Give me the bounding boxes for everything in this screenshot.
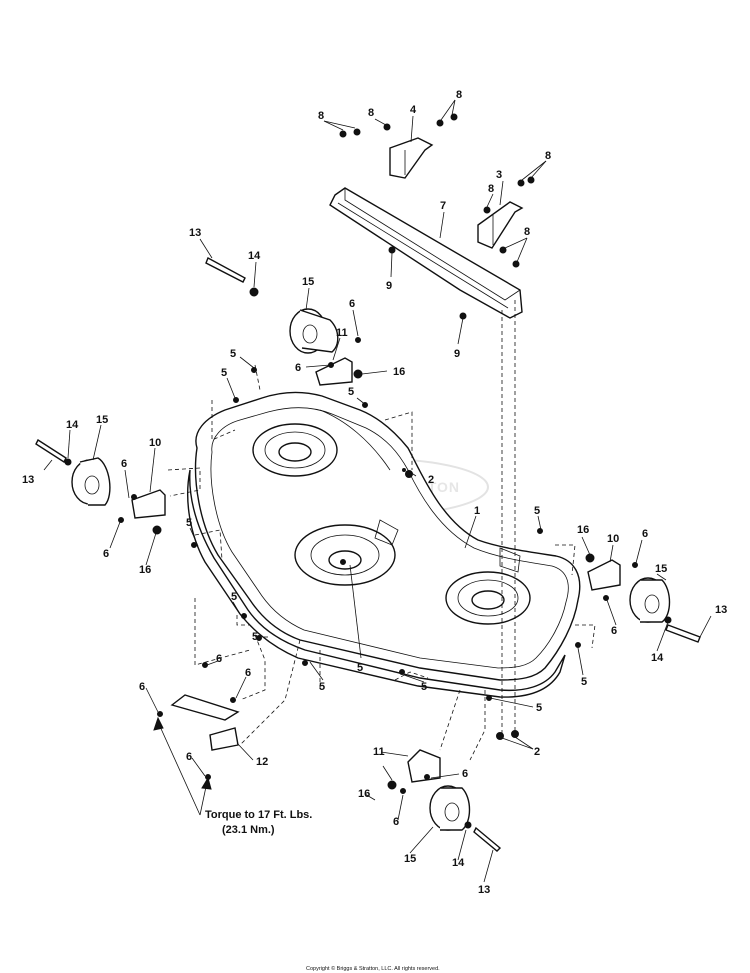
callout-11: 11 <box>373 746 385 758</box>
wheel-left <box>71 457 111 506</box>
callout-15: 15 <box>302 276 314 288</box>
callout-6: 6 <box>186 751 192 763</box>
callout-8: 8 <box>524 226 530 238</box>
callout-16: 16 <box>577 524 589 536</box>
callout-5: 5 <box>230 348 236 360</box>
callout-5: 5 <box>536 702 542 714</box>
callout-8: 8 <box>318 110 324 122</box>
bracket-3 <box>477 201 524 249</box>
leader-lines <box>43 99 712 883</box>
bracket-12b <box>209 727 239 751</box>
callout-6: 6 <box>642 528 648 540</box>
callout-6: 6 <box>121 458 127 470</box>
callout-13: 13 <box>478 884 490 896</box>
callout-5: 5 <box>221 367 227 379</box>
bracket-10-right <box>587 559 621 591</box>
callout-10: 10 <box>149 437 161 449</box>
callout-14: 14 <box>651 652 664 664</box>
spindle-center <box>294 524 396 586</box>
callout-4: 4 <box>410 104 417 116</box>
callout-13: 13 <box>189 227 201 239</box>
callout-13: 13 <box>715 604 727 616</box>
callout-14: 14 <box>66 419 79 431</box>
callout-5: 5 <box>357 662 363 674</box>
callout-2: 2 <box>534 746 540 758</box>
callout-6: 6 <box>295 362 301 374</box>
callout-7: 7 <box>440 200 446 212</box>
bracket-12 <box>170 694 240 721</box>
callout-5: 5 <box>421 681 427 693</box>
callout-12: 12 <box>256 756 268 768</box>
callout-8: 8 <box>545 150 551 162</box>
callout-6: 6 <box>462 768 468 780</box>
torque-note-line2: (23.1 Nm.) <box>222 824 275 836</box>
callout-8: 8 <box>456 89 462 101</box>
callout-10: 10 <box>607 533 619 545</box>
callout-15: 15 <box>96 414 108 426</box>
callout-5: 5 <box>319 681 325 693</box>
callout-11: 11 <box>336 327 348 339</box>
callout-6: 6 <box>349 298 355 310</box>
hitch-bracket <box>329 187 523 319</box>
bracket-11-bottom <box>407 749 441 783</box>
callout-6: 6 <box>245 667 251 679</box>
callout-5: 5 <box>186 517 192 529</box>
callout-6: 6 <box>611 625 617 637</box>
wheel-top <box>289 308 339 354</box>
torque-note-line1: Torque to 17 Ft. Lbs. <box>205 809 312 821</box>
callout-14: 14 <box>452 857 465 869</box>
callout-5: 5 <box>348 386 354 398</box>
callout-2: 2 <box>428 474 434 486</box>
callout-16: 16 <box>139 564 151 576</box>
torque-arrows <box>153 716 212 816</box>
callout-9: 9 <box>386 280 392 292</box>
callout-9: 9 <box>454 348 460 360</box>
callout-5: 5 <box>581 676 587 688</box>
wheel-right <box>629 577 671 623</box>
callout-13: 13 <box>22 474 34 486</box>
callout-6: 6 <box>393 816 399 828</box>
callout-5: 5 <box>252 631 258 643</box>
spindle-left <box>252 423 338 477</box>
callout-6: 6 <box>139 681 145 693</box>
callout-1: 1 <box>474 505 480 517</box>
bracket-10-left <box>131 489 166 519</box>
deck-housing <box>187 391 581 698</box>
callout-3: 3 <box>496 169 502 181</box>
torque-note: Torque to 17 Ft. Lbs. (23.1 Nm.) <box>205 809 312 836</box>
callout-15: 15 <box>404 853 416 865</box>
callout-8: 8 <box>488 183 494 195</box>
bracket-11-top <box>315 357 353 386</box>
callout-8: 8 <box>368 107 374 119</box>
callout-15: 15 <box>655 563 667 575</box>
callout-14: 14 <box>248 250 261 262</box>
bracket-4 <box>389 137 434 179</box>
copyright-text: Copyright © Briggs & Stratton, LLC. All … <box>306 965 440 972</box>
spindle-right <box>445 571 531 625</box>
callout-labels: 8 8 4 8 8 3 8 7 8 9 9 13 14 15 6 11 5 6 … <box>22 89 727 896</box>
callout-5: 5 <box>534 505 540 517</box>
wheel-bottom <box>429 785 471 831</box>
callout-16: 16 <box>393 366 405 378</box>
callout-16: 16 <box>358 788 370 800</box>
callout-5: 5 <box>231 591 237 603</box>
assembly-lines <box>167 300 596 761</box>
callout-6: 6 <box>216 653 222 665</box>
bolts-13 <box>35 257 701 852</box>
callout-6: 6 <box>103 548 109 560</box>
